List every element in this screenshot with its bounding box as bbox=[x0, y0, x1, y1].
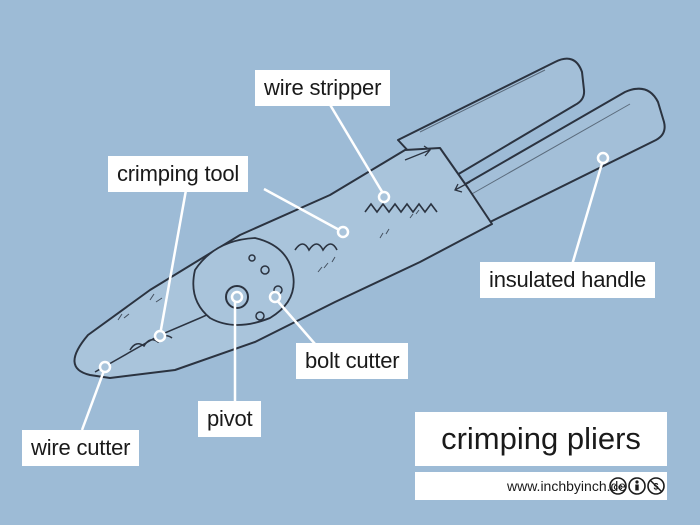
leader-lines bbox=[80, 102, 605, 431]
cc-icon: cc bbox=[609, 477, 627, 495]
label-bolt-cutter: bolt cutter bbox=[296, 343, 409, 379]
footer-bar: www.inchbyinch.de cc $ bbox=[415, 472, 667, 500]
label-wire-cutter: wire cutter bbox=[22, 430, 140, 466]
svg-text:cc: cc bbox=[614, 483, 623, 492]
license-icons[interactable]: cc $ bbox=[609, 476, 665, 505]
pivot-plate bbox=[192, 237, 295, 326]
label-crimping-tool: crimping tool bbox=[108, 156, 249, 192]
label-insulated-handle: insulated handle bbox=[480, 262, 656, 298]
diagram-title: crimping pliers bbox=[415, 412, 667, 466]
lower-handle bbox=[454, 87, 666, 223]
attribution-icon bbox=[628, 477, 646, 495]
label-wire-stripper: wire stripper bbox=[255, 70, 391, 106]
noncommercial-icon: $ bbox=[647, 477, 665, 495]
source-url[interactable]: www.inchbyinch.de bbox=[507, 478, 627, 494]
callout-dots bbox=[98, 151, 610, 374]
crimp-wave bbox=[294, 243, 338, 252]
stripper-serrations bbox=[364, 202, 438, 214]
label-pivot: pivot bbox=[198, 401, 262, 437]
